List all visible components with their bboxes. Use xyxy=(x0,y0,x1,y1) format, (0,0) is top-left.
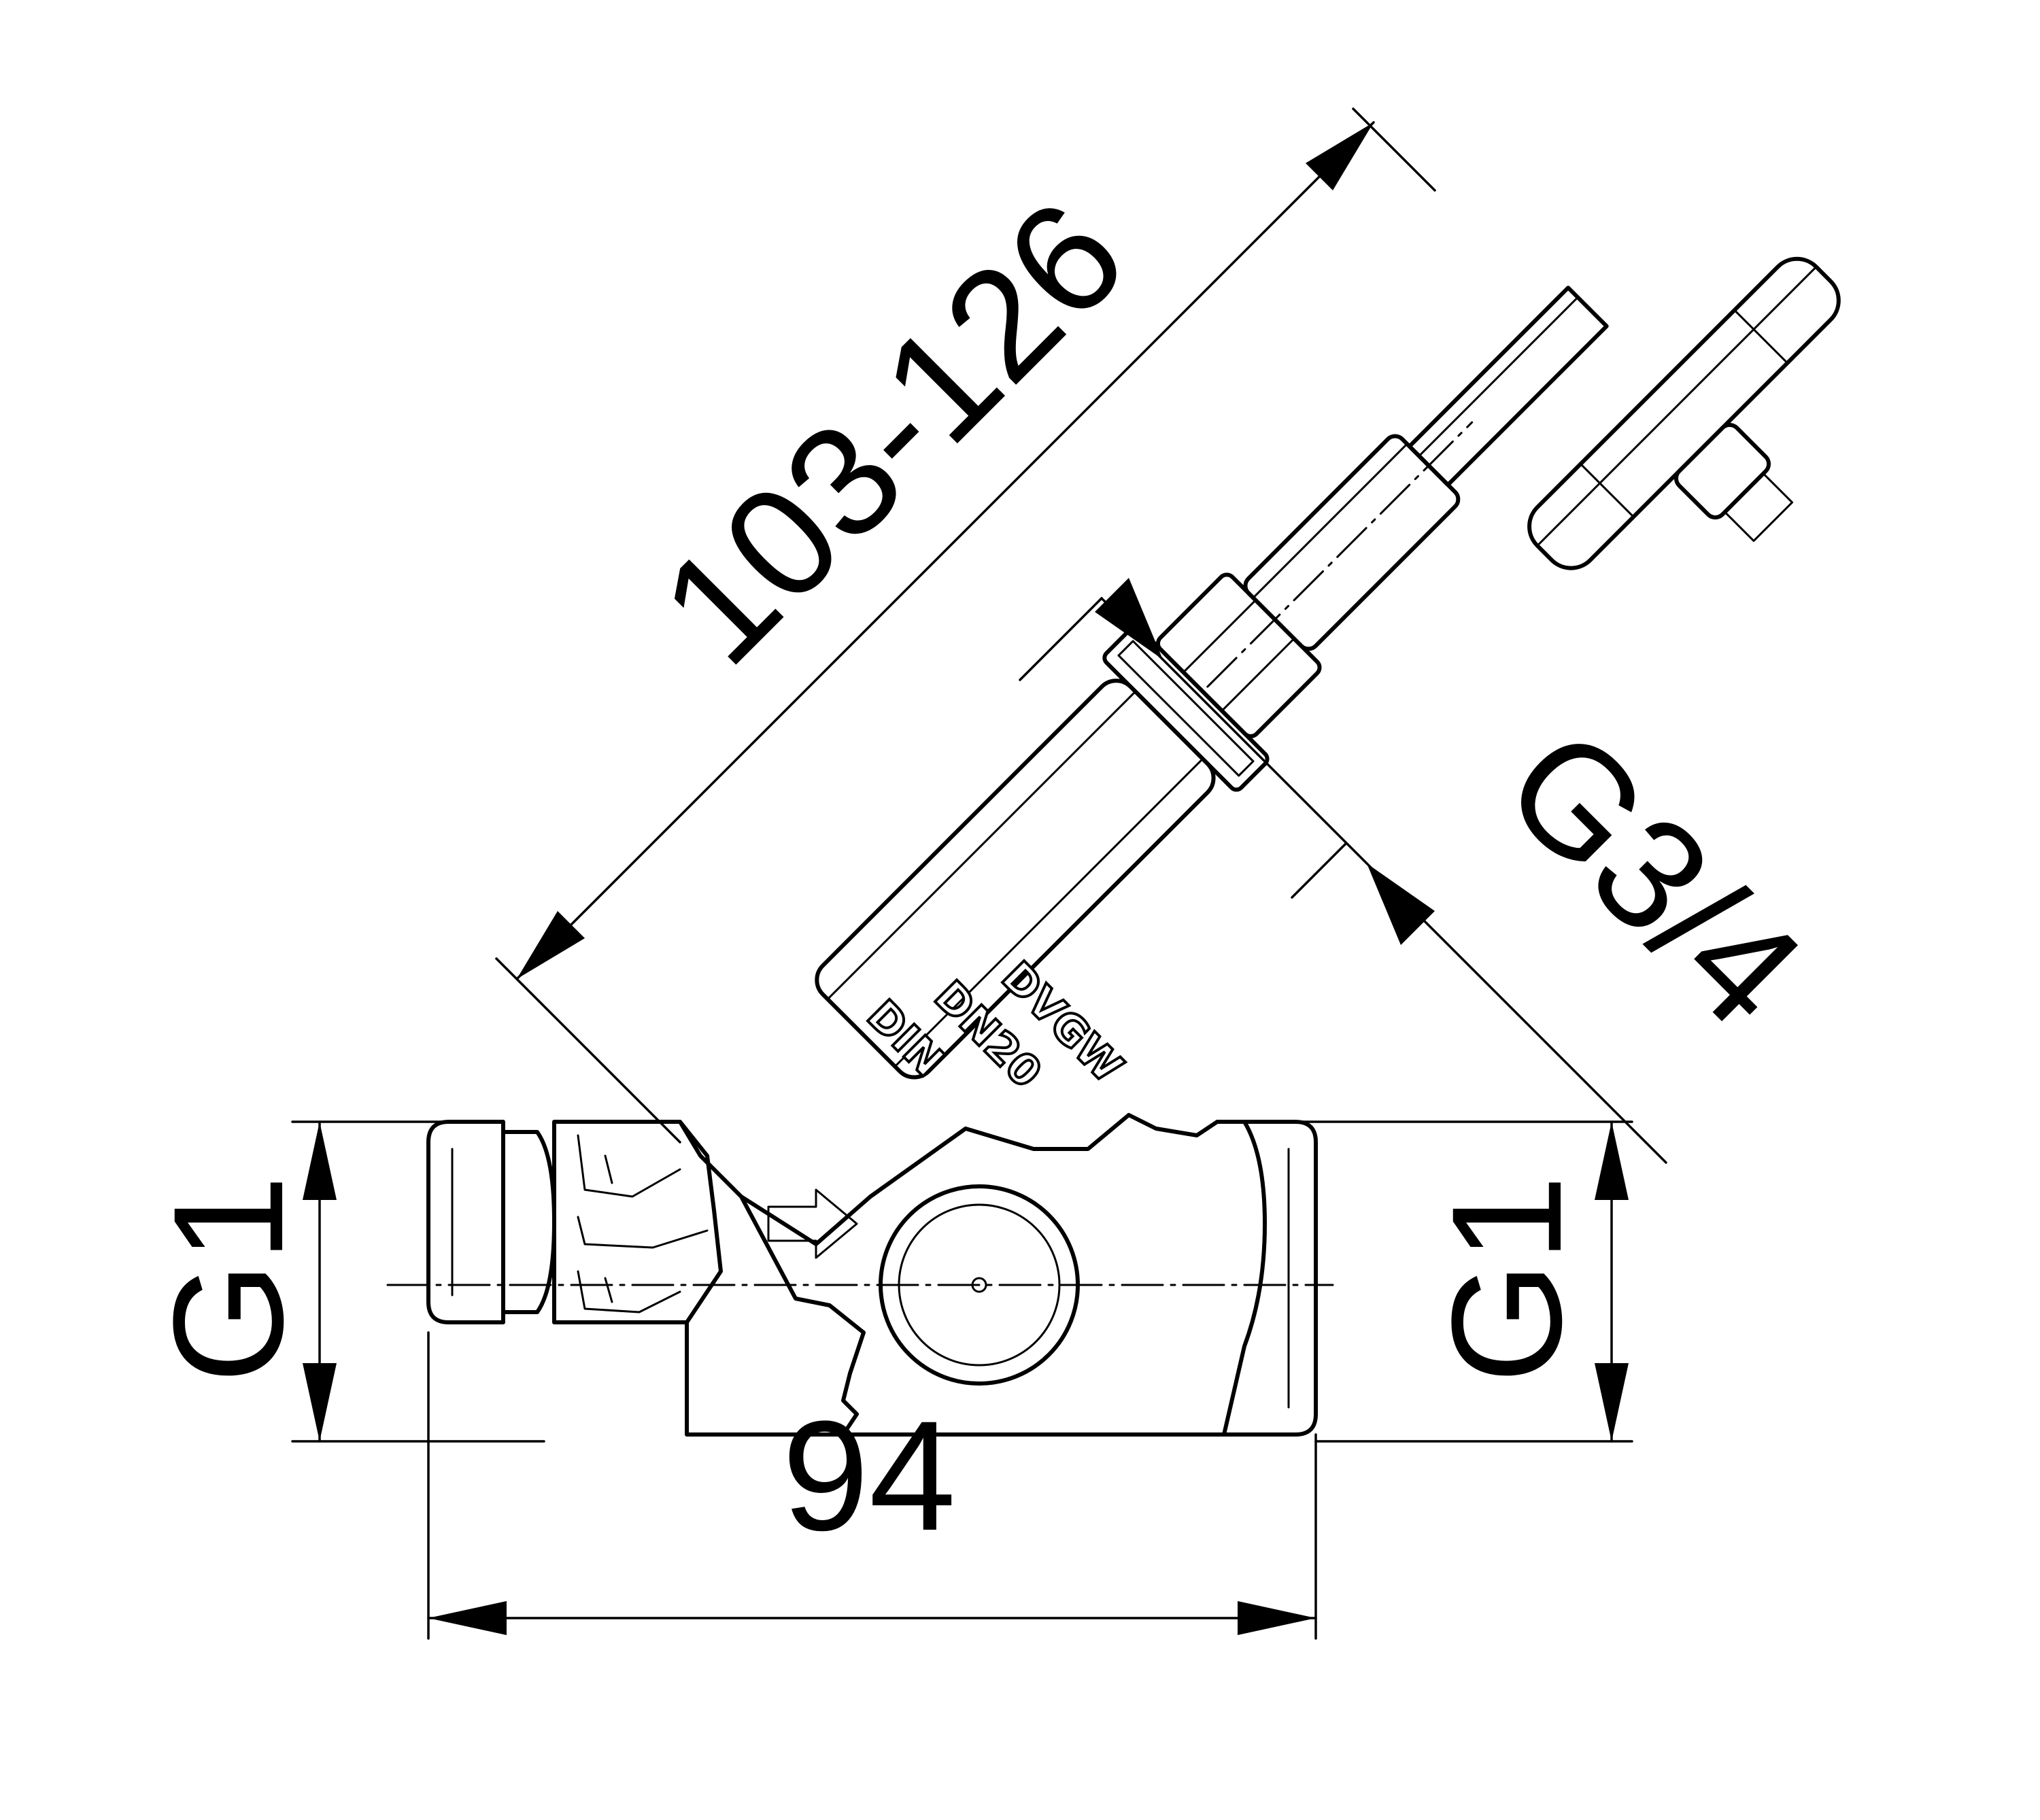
dimension-bonnet-thread: G3/4 xyxy=(1019,578,1836,1164)
left-end-cap xyxy=(426,1120,505,1324)
bonnet-assembly xyxy=(815,286,1609,1080)
handwheel xyxy=(1527,256,1841,570)
right-end-cap xyxy=(1222,1120,1318,1437)
valve-body xyxy=(386,1113,1334,1437)
dimension-right-thread: G1 xyxy=(1243,1120,1633,1443)
right-pipe xyxy=(1215,1120,1267,1437)
dim-label-g1-right: G1 xyxy=(1419,1175,1594,1384)
dim-label-94: 94 xyxy=(782,1388,956,1563)
body-outline xyxy=(678,1120,866,1437)
dim-label-103-126: 103-126 xyxy=(628,167,1157,697)
nut-teeth xyxy=(577,1134,709,1314)
dim-label-g1-left: G1 xyxy=(141,1175,316,1384)
arrow-right-icon xyxy=(767,1188,858,1259)
dim-label-g34: G3/4 xyxy=(1472,696,1835,1059)
dimension-overall-length: 94 xyxy=(427,1331,1317,1640)
stem-centerline xyxy=(1206,421,1474,688)
dimension-left-thread: G1 xyxy=(141,1120,545,1443)
